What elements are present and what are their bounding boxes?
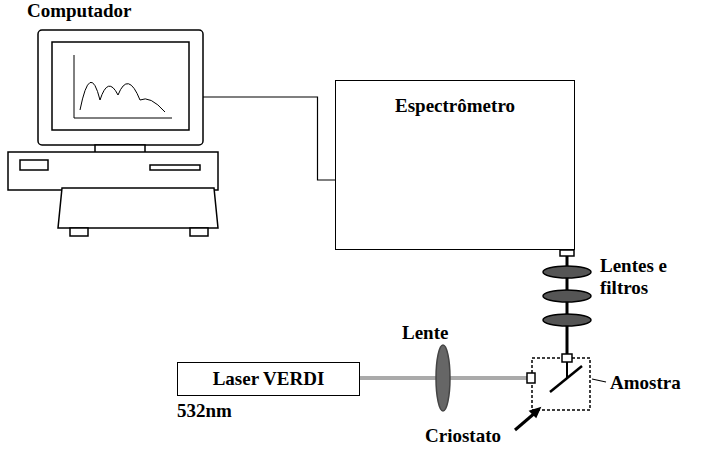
laser-box: Laser VERDI — [177, 362, 360, 396]
node-text: Computador — [27, 0, 132, 22]
node-text: Laser VERDI — [213, 368, 325, 390]
sample-label: Amostra — [610, 372, 700, 394]
cryostat-label: Criostato — [425, 425, 535, 447]
connector — [203, 97, 335, 180]
computer-node: Computador — [5, 0, 220, 240]
lens-filter-label: Lentes e filtros — [600, 255, 700, 299]
wavelength-label: 532nm — [177, 400, 277, 422]
node-text: Espectrômetro — [395, 95, 515, 117]
lens-label: Lente — [402, 322, 482, 344]
spectrometer-box: Espectrômetro — [335, 80, 575, 250]
